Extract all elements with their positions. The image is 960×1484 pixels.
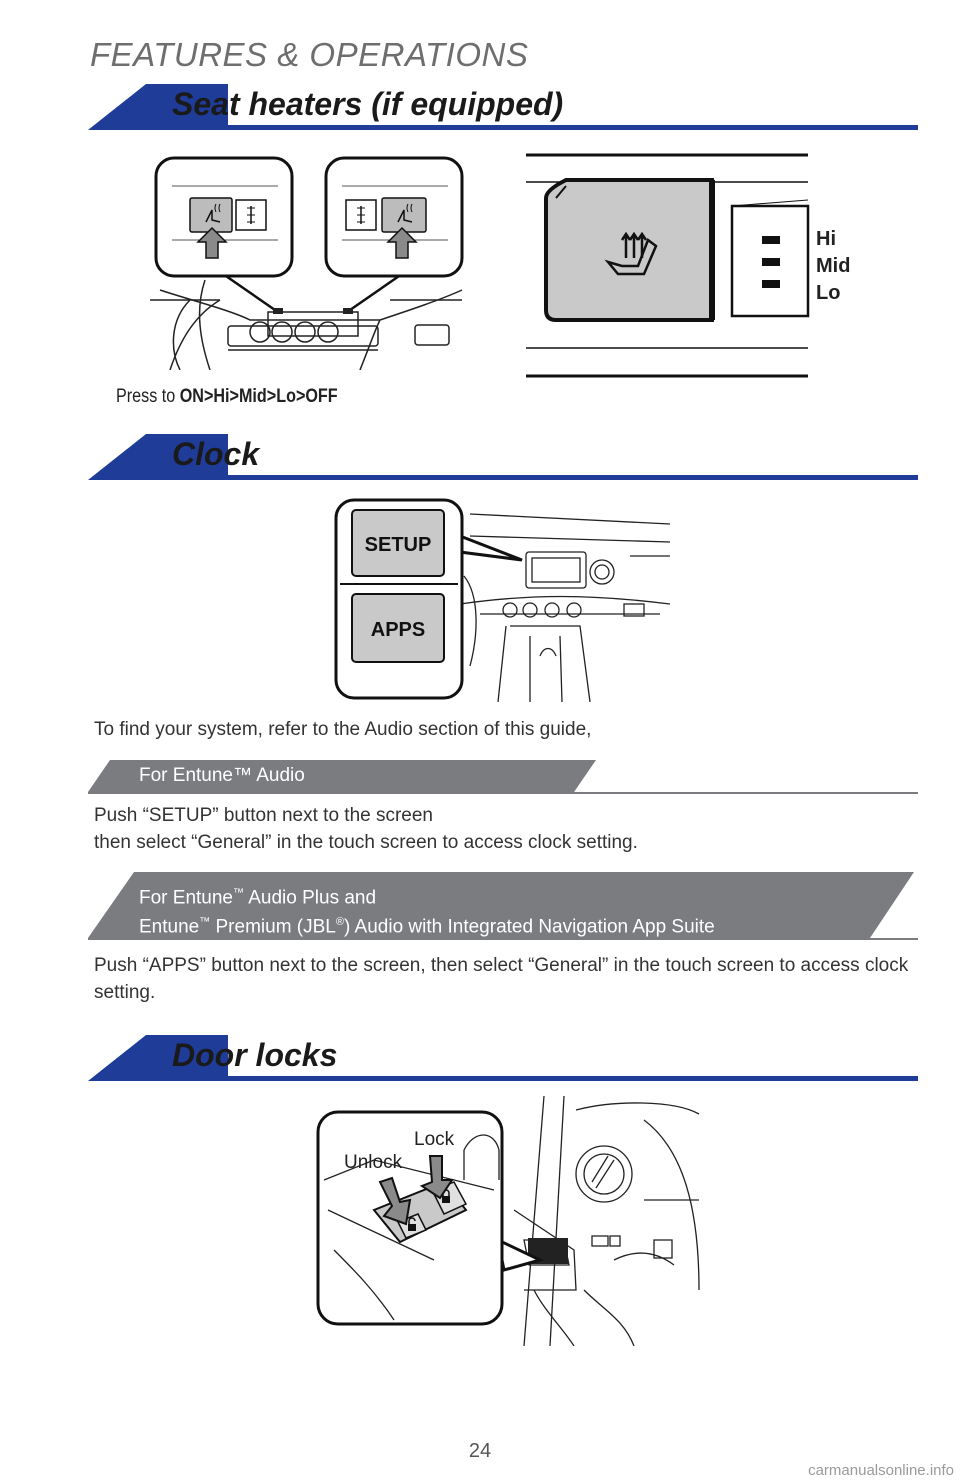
instruction-line-1: Push “SETUP” button next to the screen bbox=[94, 805, 434, 826]
instruction-line-2: then select “General” in the touch scree… bbox=[94, 832, 638, 853]
section-header-door-locks: Door locks bbox=[88, 1035, 918, 1081]
subhead-rule bbox=[88, 792, 918, 794]
section-title: Door locks bbox=[172, 1037, 338, 1073]
entune-audio-instructions: Push “SETUP” button next to the screen t… bbox=[94, 802, 638, 856]
level-hi: Hi bbox=[816, 228, 836, 250]
section-rule bbox=[148, 1076, 918, 1081]
level-lo: Lo bbox=[816, 282, 841, 304]
level-mid: Mid bbox=[816, 255, 851, 277]
heat-level-labels: Hi Mid Lo bbox=[816, 226, 850, 307]
page-number: 24 bbox=[468, 1440, 492, 1462]
watermark: carmanualsonline.info bbox=[808, 1462, 954, 1479]
section-title: Seat heaters (if equipped) bbox=[172, 86, 564, 122]
section-title: Clock bbox=[172, 436, 260, 472]
subhead-band bbox=[88, 872, 914, 938]
door-lock-illustration: Lock Unlock bbox=[316, 1095, 700, 1346]
unlock-icon bbox=[408, 1217, 416, 1231]
section-rule bbox=[148, 475, 918, 480]
seat-heater-dashboard-illustration bbox=[150, 156, 464, 370]
subhead-band bbox=[88, 760, 596, 792]
seat-heater-switch-closeup bbox=[526, 153, 810, 378]
section-rule bbox=[148, 125, 918, 130]
subhead-entune-audio: For Entune™ Audio bbox=[88, 760, 918, 794]
clock-intro-text: To find your system, refer to the Audio … bbox=[94, 719, 592, 740]
subhead-rule bbox=[88, 938, 918, 940]
setup-button-label: SETUP bbox=[365, 534, 432, 556]
subhead-entune-plus: For Entune™ Audio Plus and Entune™ Premi… bbox=[88, 872, 918, 940]
seat-heater-caption: Press to ON>Hi>Mid>Lo>OFF bbox=[116, 386, 338, 407]
lock-arrow bbox=[419, 1155, 454, 1200]
subhead-text: For Entune™ Audio Plus and Entune™ Premi… bbox=[139, 887, 715, 938]
clock-dashboard-illustration: SETUP APPS bbox=[334, 498, 671, 702]
unlock-arrow bbox=[378, 1176, 412, 1226]
caption-sequence: ON>Hi>Mid>Lo>OFF bbox=[179, 386, 338, 407]
seat-heater-icon bbox=[604, 231, 658, 276]
unlock-label: Unlock bbox=[344, 1152, 403, 1173]
lock-label: Lock bbox=[414, 1129, 455, 1150]
entune-plus-instructions: Push “APPS” button next to the screen, t… bbox=[94, 955, 909, 1003]
page-heading: FEATURES & OPERATIONS bbox=[90, 36, 529, 73]
section-header-clock: Clock bbox=[88, 434, 918, 480]
section-header-seat-heaters: Seat heaters (if equipped) bbox=[88, 84, 918, 130]
apps-button-label: APPS bbox=[371, 619, 425, 641]
subhead-text: For Entune™ Audio bbox=[139, 765, 305, 786]
